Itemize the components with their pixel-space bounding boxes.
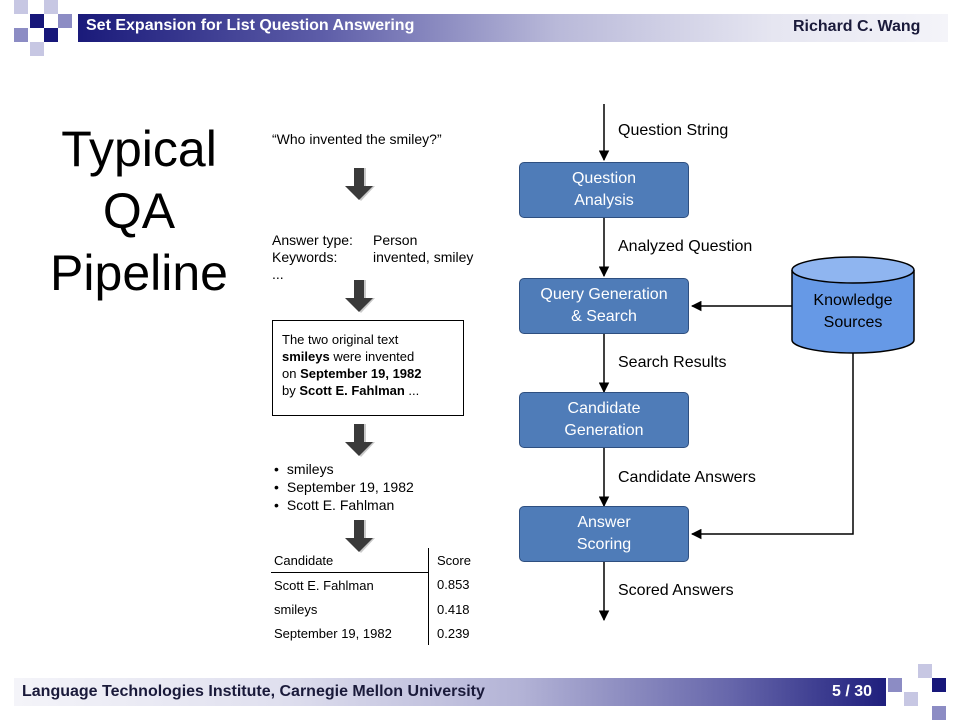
score-table: Candidate Score Scott E. Fahlman 0.853 s… xyxy=(271,548,497,645)
header-bar xyxy=(78,14,948,42)
table-cell: 0.239 xyxy=(428,621,497,645)
flow-label: Candidate Answers xyxy=(618,469,756,486)
down-arrow-icon xyxy=(345,280,375,313)
list-item: Scott E. Fahlman xyxy=(274,496,414,514)
stage-query-generation: Query Generation & Search xyxy=(519,278,689,334)
table-header: Candidate xyxy=(271,548,429,573)
table-cell: Scott E. Fahlman xyxy=(274,577,374,593)
knowledge-sources-label: Knowledge Sources xyxy=(813,292,893,331)
flow-label: Analyzed Question xyxy=(618,238,753,255)
table-header: Score xyxy=(428,548,497,573)
example-question: “Who invented the smiley?” xyxy=(272,131,442,147)
example-analysis: Answer type: Person Keywords: invented, sm… xyxy=(272,232,473,283)
table-cell: 0.853 xyxy=(428,572,497,597)
table-row: September 19, 1982 0.239 xyxy=(271,621,497,645)
passage-line: The two original text xyxy=(282,332,399,347)
database-icon xyxy=(791,256,915,354)
keywords-label: Keywords: xyxy=(272,249,338,265)
table-cell: September 19, 1982 xyxy=(274,625,392,641)
slide-title-line: Pipeline xyxy=(50,245,228,301)
answer-type-value: Person xyxy=(373,232,418,248)
table-row: smileys 0.418 xyxy=(271,597,497,621)
passage-text: on xyxy=(282,366,301,381)
answer-type-label: Answer type: xyxy=(272,232,353,248)
passage-text: ... xyxy=(404,383,420,398)
passage-box: The two original text smileys were inven… xyxy=(272,320,464,416)
table-cell: smileys xyxy=(274,601,318,617)
flow-label: Question String xyxy=(618,122,729,139)
down-arrow-icon xyxy=(345,520,375,553)
analysis-ellipsis: ... xyxy=(272,266,284,282)
table-cell: 0.418 xyxy=(428,597,497,621)
keywords-value: invented, smiley xyxy=(373,249,474,265)
passage-text: were invented xyxy=(329,349,415,364)
header-author: Richard C. Wang xyxy=(793,18,921,35)
stage-question-analysis: Question Analysis xyxy=(519,162,689,218)
page-number: 5 / 30 xyxy=(832,683,873,700)
header-title: Set Expansion for List Question Answerin… xyxy=(86,17,415,34)
flow-label: Scored Answers xyxy=(618,582,734,599)
table-header-row: Candidate Score xyxy=(271,548,497,573)
slide-title: Typical QA Pipeline xyxy=(20,118,258,304)
passage-bold: September 19, 1982 xyxy=(300,366,422,381)
footer-bar xyxy=(14,678,886,706)
down-arrow-icon xyxy=(345,424,375,457)
passage-bold: Scott E. Fahlman xyxy=(299,383,405,398)
down-arrow-icon xyxy=(345,168,375,201)
footer-institution: Language Technologies Institute, Carnegi… xyxy=(22,683,485,700)
slide-title-line: Typical xyxy=(61,121,217,177)
passage-text: by xyxy=(282,383,300,398)
slide-title-line: QA xyxy=(102,183,176,239)
list-item: September 19, 1982 xyxy=(274,478,414,496)
flow-label: Search Results xyxy=(618,354,727,371)
passage-bold: smileys xyxy=(282,349,330,364)
list-item: smileys xyxy=(274,460,414,478)
candidate-list: smileys September 19, 1982 Scott E. Fahl… xyxy=(274,460,414,514)
stage-candidate-generation: Candidate Generation xyxy=(519,392,689,448)
table-row: Scott E. Fahlman 0.853 xyxy=(271,572,497,597)
stage-answer-scoring: Answer Scoring xyxy=(519,506,689,562)
